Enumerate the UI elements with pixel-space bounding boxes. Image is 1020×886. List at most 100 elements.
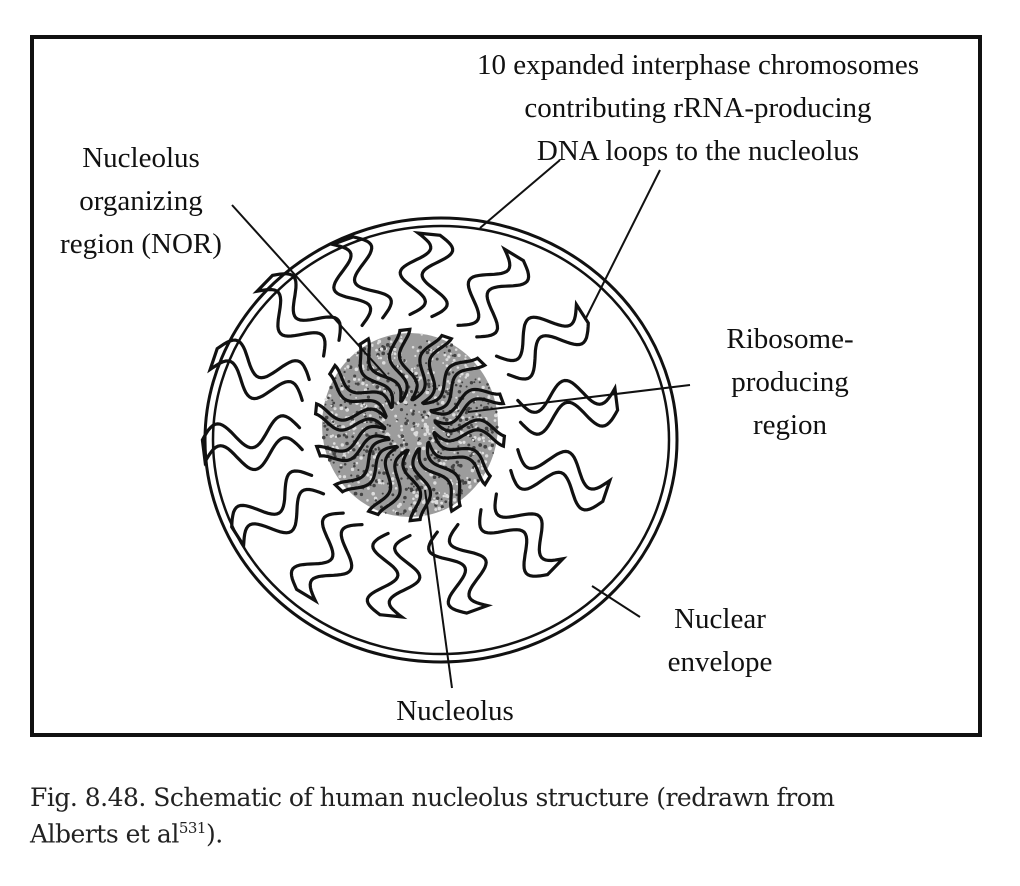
figure-frame [30, 35, 982, 737]
speckle [472, 452, 475, 456]
speckle [332, 452, 336, 456]
speckle [433, 456, 437, 460]
speckle [331, 399, 334, 402]
label-line: Nuclear [674, 603, 766, 635]
speckle [377, 478, 381, 482]
speckle [352, 448, 356, 452]
speckle [325, 433, 328, 437]
speckle [342, 433, 346, 437]
speckle [442, 362, 445, 364]
speckle [414, 475, 419, 479]
speckle [455, 396, 458, 399]
label-nuclear-envelope: Nuclear envelope [640, 598, 800, 684]
speckle [333, 407, 337, 411]
speckle [443, 353, 447, 357]
speckle [412, 497, 415, 501]
speckle [396, 365, 399, 368]
speckle [332, 401, 336, 405]
speckle [490, 443, 495, 448]
speckle [451, 371, 455, 374]
speckle [371, 450, 375, 454]
speckle [459, 384, 462, 388]
nor-loop [422, 356, 488, 413]
speckle [339, 406, 344, 411]
speckle [433, 481, 437, 485]
speckle [357, 480, 360, 484]
speckle [417, 391, 420, 394]
speckle [412, 421, 416, 425]
speckle [399, 443, 404, 447]
speckle [342, 475, 347, 479]
speckle [408, 452, 411, 455]
speckle [338, 475, 342, 479]
speckle [393, 347, 397, 352]
speckle [328, 394, 332, 398]
speckle [449, 343, 454, 347]
speckle [392, 472, 395, 475]
speckle [488, 440, 491, 443]
speckle [470, 407, 473, 410]
nor-loop [327, 362, 393, 418]
speckle [418, 378, 421, 381]
chromosome-loops [200, 230, 620, 620]
speckle [455, 493, 459, 497]
speckle [414, 494, 419, 498]
speckle [339, 465, 343, 469]
chromosome-loop [398, 230, 455, 319]
speckle [430, 453, 433, 457]
speckle [357, 468, 360, 472]
speckle [402, 441, 405, 444]
speckle [411, 367, 414, 371]
speckle [476, 395, 479, 398]
speckle [432, 475, 437, 480]
speckle [470, 468, 475, 473]
speckle [391, 453, 395, 456]
speckle [361, 427, 364, 430]
speckle [434, 501, 439, 505]
speckle [447, 349, 451, 353]
speckle [354, 367, 359, 372]
speckle [447, 425, 450, 428]
speckle [384, 511, 387, 514]
speckle [381, 361, 386, 365]
speckle [457, 379, 461, 383]
speckle [423, 457, 427, 462]
label-line: region [752, 409, 828, 441]
leader-lines [231, 159, 691, 689]
speckle [404, 417, 407, 420]
speckle [330, 404, 333, 407]
speckle [464, 417, 469, 422]
speckle [359, 492, 364, 497]
speckle [413, 501, 417, 505]
speckle [452, 413, 456, 417]
speckle [402, 512, 405, 515]
speckle [425, 362, 428, 365]
speckle [356, 354, 359, 357]
chromosome-loop [289, 511, 364, 605]
speckle [391, 481, 395, 485]
speckle [366, 499, 369, 502]
speckle [446, 388, 449, 391]
speckle [486, 429, 490, 432]
speckle [347, 484, 351, 488]
speckle [390, 477, 395, 481]
figure-caption: Fig. 8.48. Schematic of human nucleolus … [30, 783, 835, 849]
speckle [382, 430, 385, 434]
speckle [374, 448, 377, 451]
speckle [492, 452, 495, 454]
speckle [406, 419, 409, 423]
speckle [372, 483, 376, 488]
leader-line-envelope [591, 585, 641, 618]
speckle [396, 401, 400, 405]
speckle [495, 425, 499, 429]
speckle [361, 365, 365, 369]
speckle [400, 448, 404, 452]
speckle [439, 452, 443, 455]
speckle [345, 432, 348, 435]
chromosome-loop [427, 523, 493, 615]
speckle [427, 411, 431, 416]
speckle [427, 348, 431, 352]
speckle [428, 432, 431, 436]
leader-line-chromosomes-2 [584, 169, 661, 321]
